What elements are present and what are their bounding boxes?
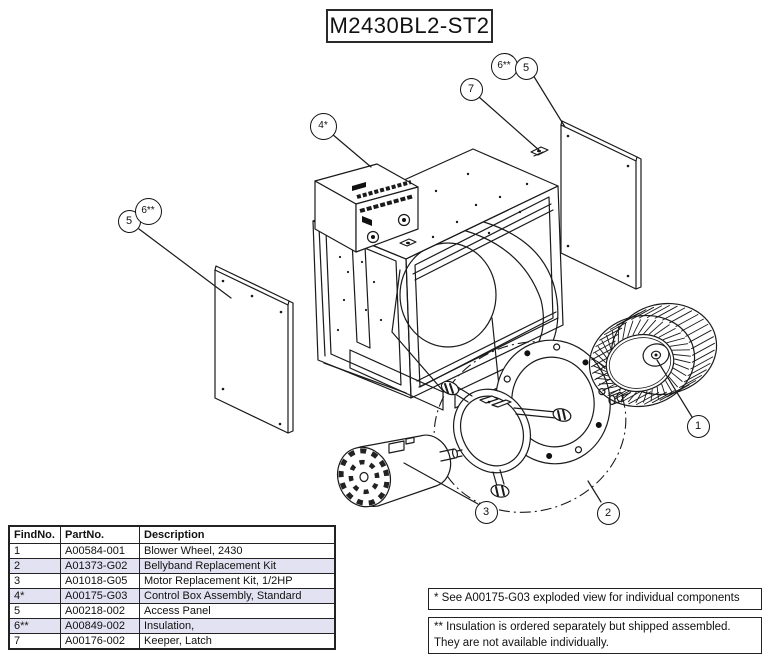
table-cell: 2 xyxy=(8,558,61,574)
drawing-title: M2430BL2-ST2 xyxy=(329,13,490,38)
table-cell: Insulation, xyxy=(139,618,336,634)
table-cell: Keeper, Latch xyxy=(139,633,336,650)
note-double-asterisk: ** Insulation is ordered separately but … xyxy=(428,617,762,654)
callout-7: 7 xyxy=(459,77,483,101)
left-access-panel xyxy=(214,265,294,434)
kit-boundary-dashdot xyxy=(433,341,627,513)
callout-5: 5 xyxy=(514,56,538,80)
callout-4s: 4* xyxy=(309,112,337,140)
table-cell: 4* xyxy=(8,588,61,604)
table-cell: Control Box Assembly, Standard xyxy=(139,588,336,604)
col-header-findno: FindNo. xyxy=(8,525,61,544)
motor-label xyxy=(388,440,405,454)
table-cell: A00849-002 xyxy=(60,618,140,634)
table-cell: 6** xyxy=(8,618,61,634)
leader-lines xyxy=(138,74,693,505)
note-asterisk: * See A00175-G03 exploded view for indiv… xyxy=(428,588,762,610)
callout-1: 1 xyxy=(686,414,710,438)
motor xyxy=(336,434,463,508)
drawing-title-box: M2430BL2-ST2 xyxy=(326,9,493,43)
keeper-latch xyxy=(530,146,549,157)
col-header-partno: PartNo. xyxy=(60,525,140,544)
table-cell: Blower Wheel, 2430 xyxy=(139,543,336,559)
table-cell: A00175-G03 xyxy=(60,588,140,604)
col-header-description: Description xyxy=(139,525,336,544)
callout-3: 3 xyxy=(474,500,498,524)
table-cell: A01373-G02 xyxy=(60,558,140,574)
table-cell: 5 xyxy=(8,603,61,619)
table-header-row: FindNo. PartNo. Description xyxy=(8,525,336,544)
table-cell: A00176-002 xyxy=(60,633,140,650)
table-cell: Bellyband Replacement Kit xyxy=(139,558,336,574)
mount-stud xyxy=(608,391,631,406)
table-cell: A01018-G05 xyxy=(60,573,140,589)
bellyband-clamp xyxy=(440,380,631,498)
right-access-panel xyxy=(560,120,642,290)
label-block xyxy=(352,182,366,191)
callout-2: 2 xyxy=(596,501,620,525)
table-cell: Motor Replacement Kit, 1/2HP xyxy=(139,573,336,589)
table-cell: 3 xyxy=(8,573,61,589)
callout-6ss: 6** xyxy=(134,197,162,225)
table-cell: 7 xyxy=(8,633,61,650)
table-cell: Access Panel xyxy=(139,603,336,619)
table-cell: A00218-002 xyxy=(60,603,140,619)
table-cell: A00584-001 xyxy=(60,543,140,559)
blower-wheel xyxy=(588,302,718,408)
control-box xyxy=(314,163,419,253)
table-cell: 1 xyxy=(8,543,61,559)
callout-6ss: 6** xyxy=(490,52,518,80)
